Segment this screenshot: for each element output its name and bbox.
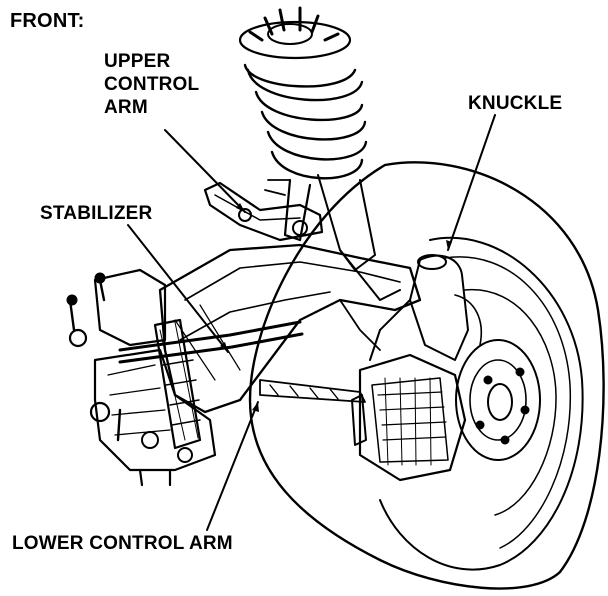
upper-control-arm-label: UPPER CONTROL ARM <box>104 50 199 119</box>
stabilizer-bar <box>118 318 304 450</box>
stabilizer-label: STABILIZER <box>40 203 153 224</box>
lower-control-arm-label: LOWER CONTROL ARM <box>12 533 233 554</box>
upper-control-arm-label-line1: UPPER <box>104 51 171 72</box>
caliper-knuckle <box>351 254 482 482</box>
upper-control-arm-label-line3: ARM <box>104 97 148 118</box>
leader-lines <box>127 114 496 531</box>
knuckle-label: KNUCKLE <box>468 93 563 114</box>
subframe-bracket <box>66 268 217 487</box>
wheel-assembly <box>248 161 605 590</box>
upper-control-arm <box>203 181 324 242</box>
coil-spring-strut <box>238 6 401 301</box>
figure-title: FRONT: <box>10 10 85 32</box>
upper-control-arm-label-line2: CONTROL <box>104 74 200 95</box>
